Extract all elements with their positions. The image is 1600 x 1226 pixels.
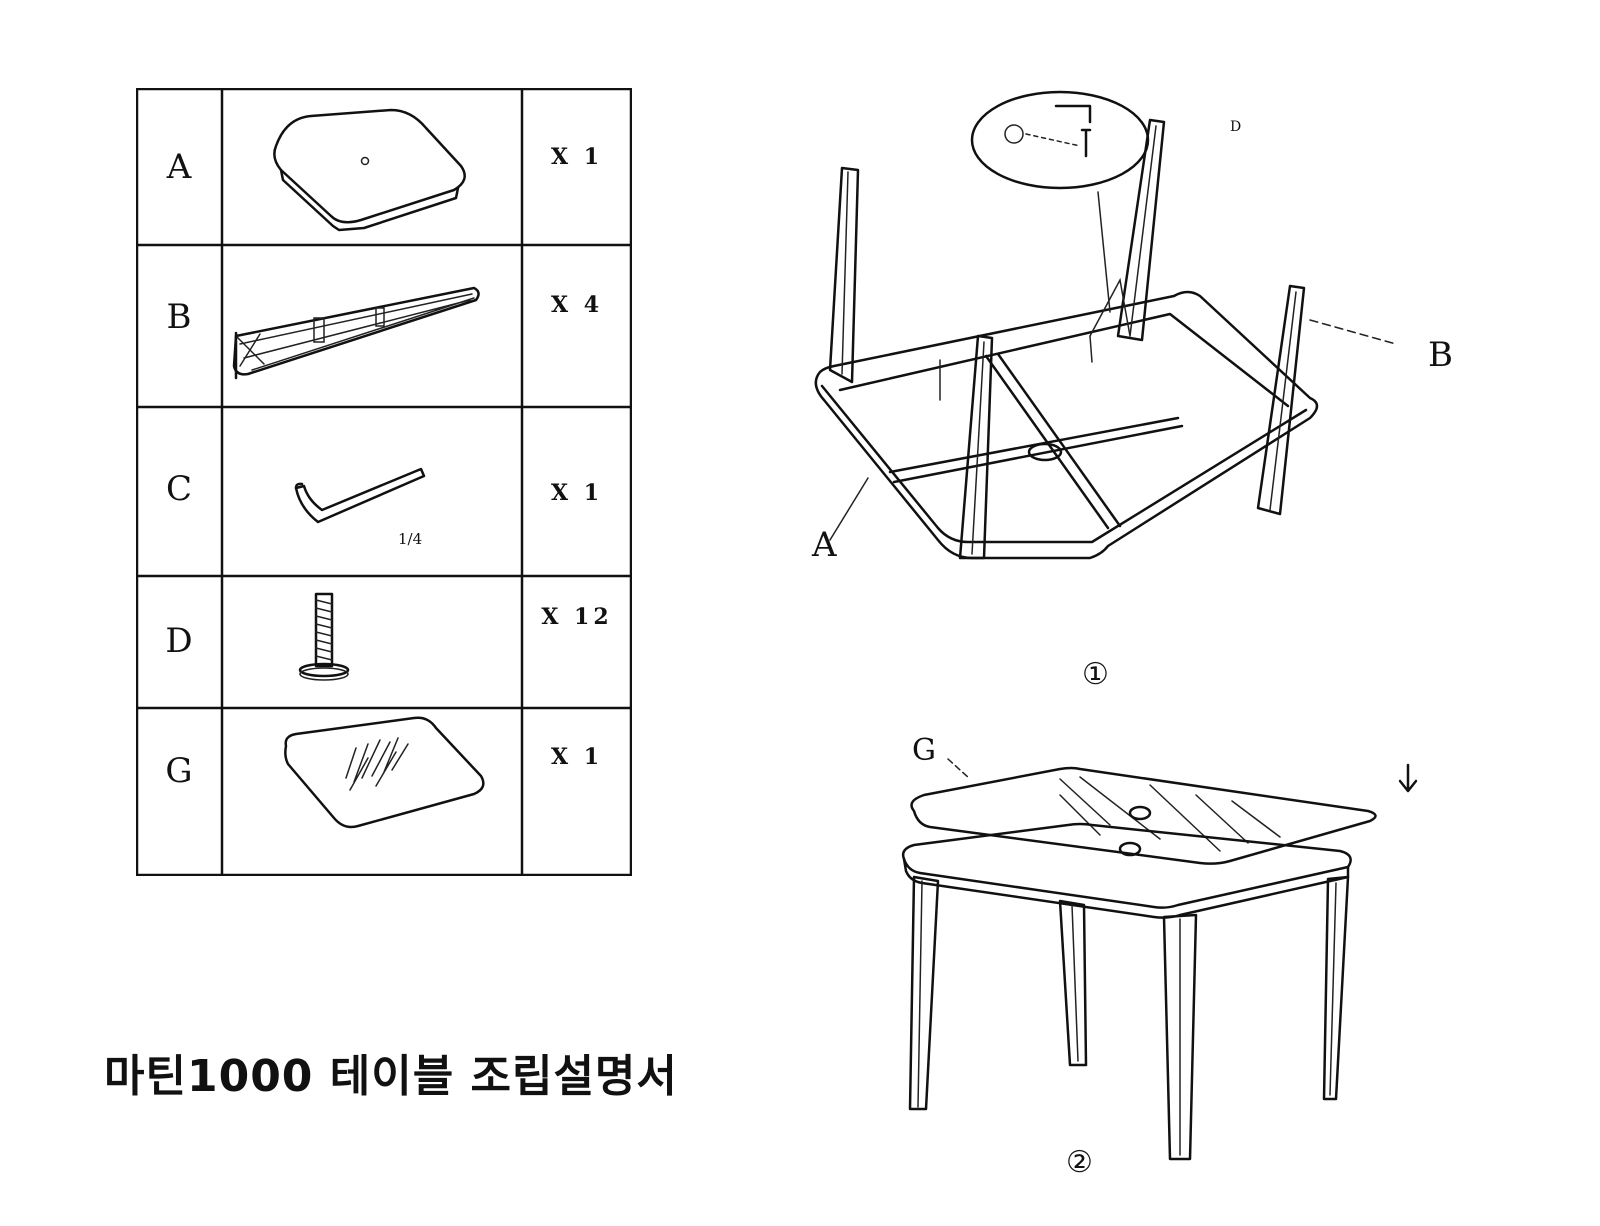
down-arrow-icon bbox=[1398, 763, 1418, 793]
table-leg-icon bbox=[232, 286, 480, 380]
part-letter-a: A bbox=[166, 147, 192, 187]
part-qty-b: X 4 bbox=[550, 292, 604, 318]
allen-key-size-note: 1/4 bbox=[398, 530, 423, 548]
label-g-glass: G bbox=[912, 733, 936, 768]
part-letter-d: D bbox=[165, 621, 193, 661]
bolt-detail-bubble bbox=[970, 90, 1150, 190]
leg-back-right bbox=[1089, 118, 1166, 342]
parts-table: A B C D G X 1 X 4 X 1 X 12 X 1 1/4 bbox=[136, 88, 632, 876]
step-2-number: ② bbox=[1066, 1145, 1093, 1180]
leader-line-a bbox=[829, 477, 869, 541]
document-title: 마틴1000 테이블 조립설명서 bbox=[104, 1051, 678, 1102]
assembled-table-drawing bbox=[901, 822, 1352, 1161]
part-qty-g: X 1 bbox=[550, 744, 604, 770]
label-a-tabletop: A bbox=[812, 525, 837, 565]
leg-back-left bbox=[828, 166, 860, 384]
leader-line-detail bbox=[1097, 191, 1111, 313]
glass-panel-drawing bbox=[910, 766, 1377, 865]
step1-inverted-table-diagram bbox=[814, 90, 1397, 560]
detail-bolt-label: D bbox=[1230, 119, 1242, 135]
part-letter-g: G bbox=[165, 751, 193, 791]
leg-front-left bbox=[958, 334, 994, 560]
label-b-leg: B bbox=[1428, 335, 1453, 375]
allen-key-icon bbox=[294, 467, 426, 524]
leader-line-g bbox=[947, 758, 971, 780]
part-qty-d: X 12 bbox=[541, 604, 613, 630]
step2-glass-install-diagram bbox=[901, 758, 1418, 1161]
step-1-number: ① bbox=[1082, 657, 1109, 692]
part-letter-c: C bbox=[165, 469, 192, 509]
bolt-icon bbox=[298, 592, 350, 681]
leader-line-b bbox=[1309, 319, 1397, 345]
part-qty-c: X 1 bbox=[550, 480, 604, 506]
leg-front-right bbox=[1256, 284, 1306, 516]
part-letter-b: B bbox=[166, 297, 192, 337]
parts-table-grid bbox=[136, 88, 632, 876]
part-qty-a: X 1 bbox=[550, 144, 604, 170]
tabletop-icon bbox=[273, 108, 466, 232]
glass-panel-icon bbox=[284, 716, 485, 829]
